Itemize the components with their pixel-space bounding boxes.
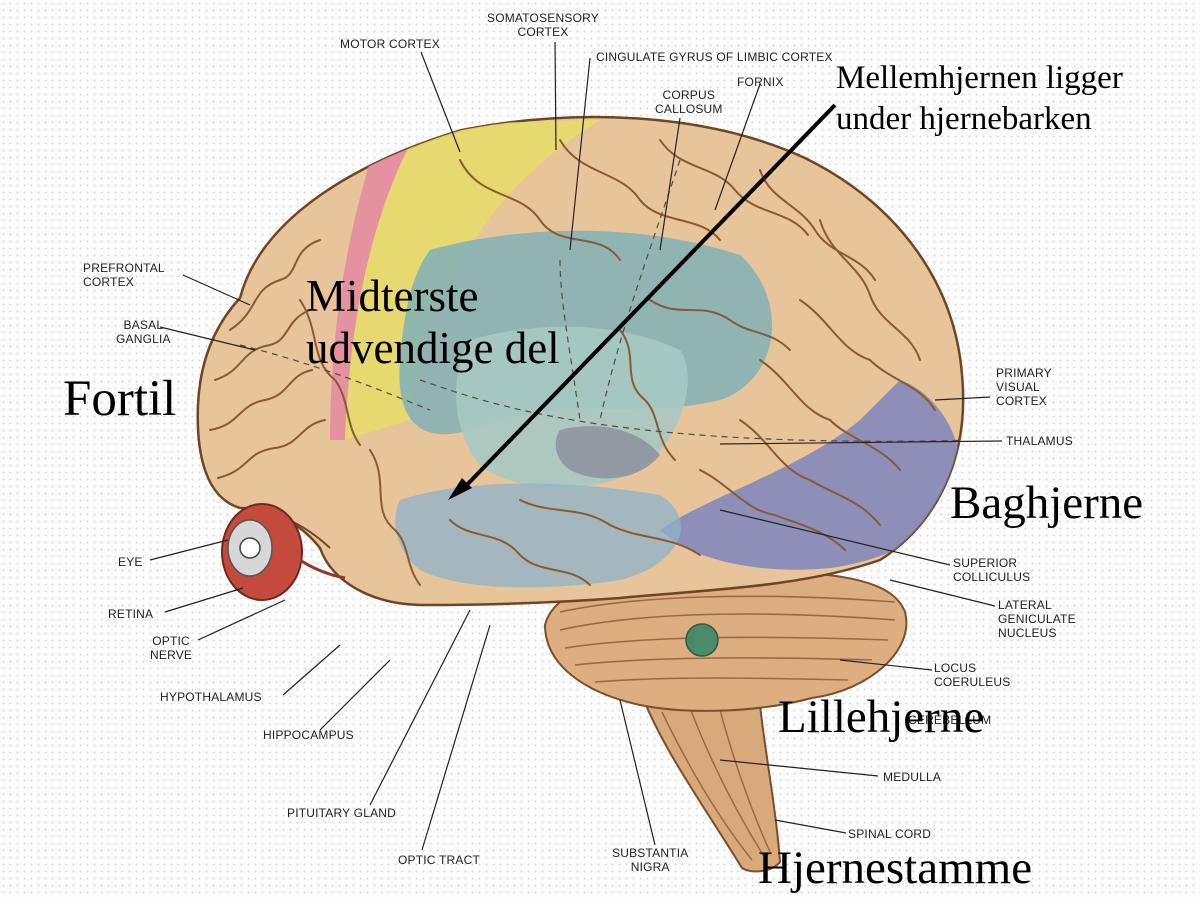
- label-optic-nerve: OPTIC NERVE: [150, 634, 192, 662]
- label-retina: RETINA: [108, 607, 153, 621]
- label-thalamus: THALAMUS: [1006, 434, 1073, 448]
- label-medulla: MEDULLA: [883, 770, 941, 784]
- label-fornix: FORNIX: [737, 75, 784, 89]
- label-hypothalamus: HYPOTHALAMUS: [160, 690, 262, 704]
- label-eye: EYE: [118, 555, 143, 569]
- label-superior-colliculus: SUPERIOR COLLICULUS: [953, 556, 1030, 584]
- label-pituitary-gland: PITUITARY GLAND: [287, 806, 396, 820]
- label-hippocampus: HIPPOCAMPUS: [263, 728, 354, 742]
- label-fortil: Fortil: [63, 370, 176, 428]
- label-substantia-nigra: SUBSTANTIA NIGRA: [612, 846, 688, 874]
- label-prefrontal-cortex: PREFRONTAL CORTEX: [83, 261, 165, 289]
- label-lateral-geniculate-nucleus: LATERAL GENICULATE NUCLEUS: [998, 598, 1076, 640]
- label-lillehjerne: Lillehjerne: [778, 690, 984, 744]
- label-locus-coeruleus: LOCUS COERULEUS: [934, 661, 1010, 689]
- label-primary-visual-cortex: PRIMARY VISUAL CORTEX: [996, 366, 1052, 408]
- label-hjernestamme: Hjernestamme: [758, 842, 1032, 894]
- label-mellemhjernen: Mellemhjernen ligger under hjernebarken: [836, 58, 1123, 140]
- label-corpus-callosum: CORPUS CALLOSUM: [655, 88, 723, 116]
- label-somatosensory-cortex: SOMATOSENSORY CORTEX: [487, 11, 599, 39]
- label-cingulate-gyrus: CINGULATE GYRUS OF LIMBIC CORTEX: [596, 50, 833, 64]
- label-baghjerne: Baghjerne: [950, 476, 1143, 530]
- label-spinal-cord: SPINAL CORD: [848, 827, 931, 841]
- label-midterste: Midterste udvendige del: [306, 270, 560, 374]
- label-optic-tract: OPTIC TRACT: [398, 853, 480, 867]
- label-motor-cortex: MOTOR CORTEX: [340, 37, 440, 51]
- label-basal-ganglia: BASAL GANGLIA: [116, 318, 171, 346]
